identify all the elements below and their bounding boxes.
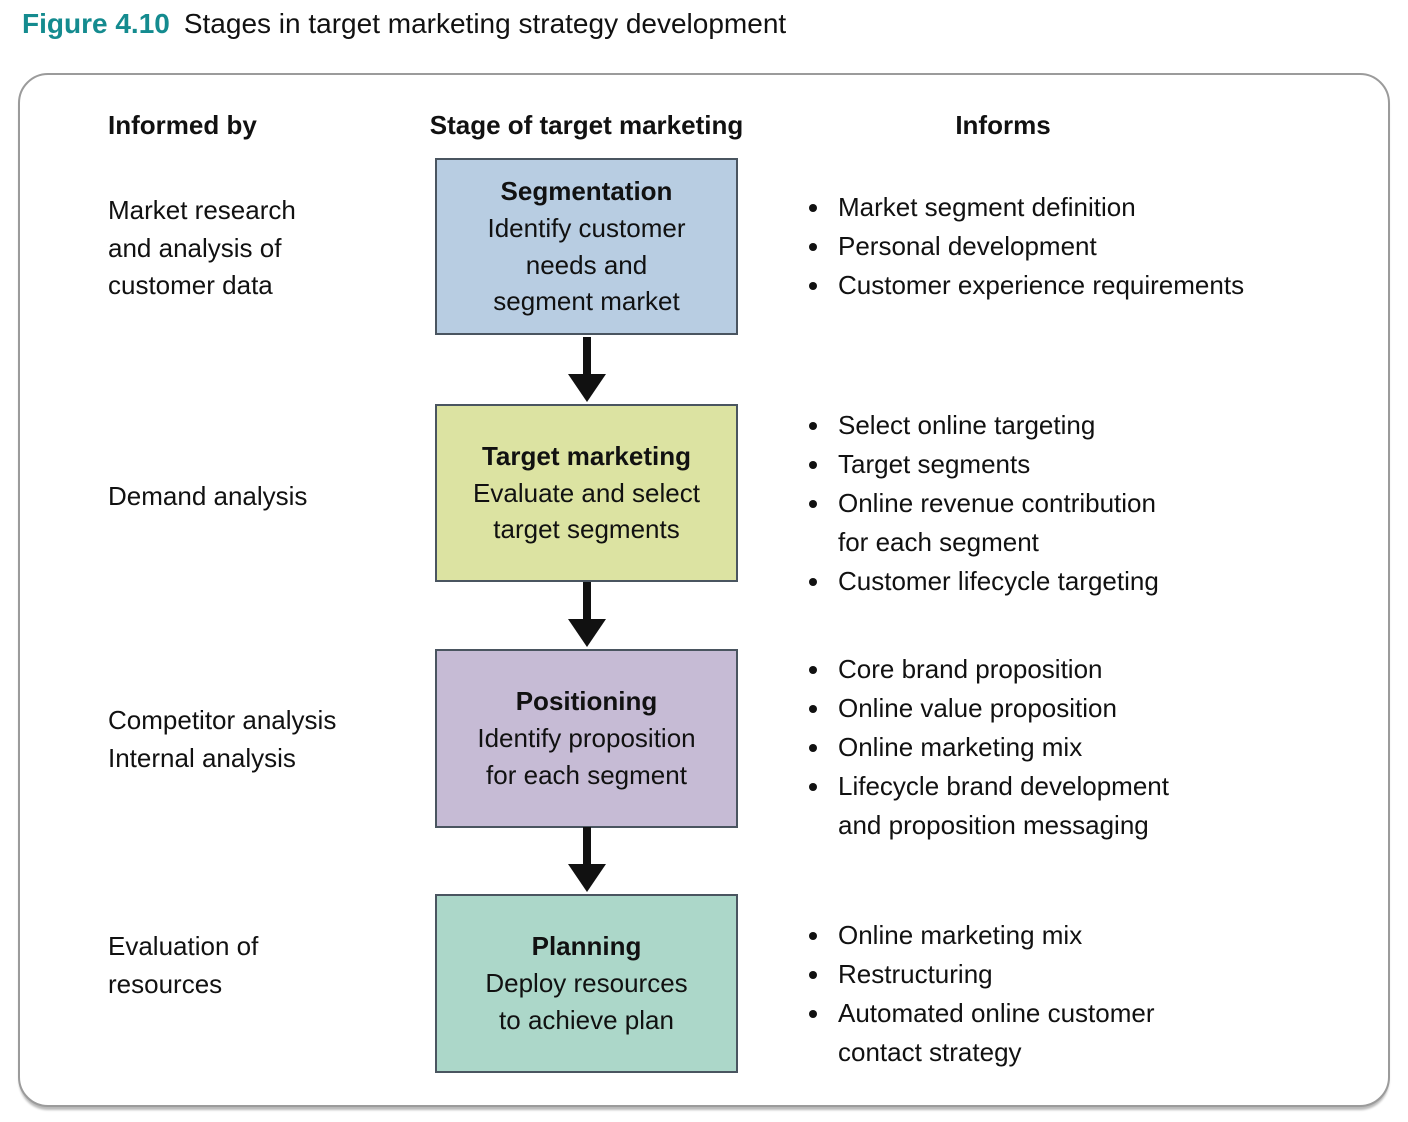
stage-desc-planning: Deploy resources to achieve plan — [485, 968, 688, 1035]
informs-item: Online revenue contribution for each seg… — [832, 484, 1357, 562]
stage-box-planning: Planning Deploy resources to achieve pla… — [435, 894, 738, 1073]
informs-item: Online marketing mix — [832, 916, 1357, 955]
informed-by-positioning: Competitor analysis Internal analysis — [108, 705, 337, 773]
informed-by-planning: Evaluation of resources — [108, 931, 259, 999]
informs-item: Target segments — [832, 445, 1357, 484]
arrow-stem — [583, 582, 591, 619]
informs-item: Select online targeting — [832, 406, 1357, 445]
informs-item: Lifecycle brand development and proposit… — [832, 767, 1357, 845]
arrow-stem — [583, 337, 591, 374]
informs-list-target-marketing: Select online targeting Target segments … — [806, 406, 1357, 601]
column-header-informs: Informs — [955, 110, 1051, 140]
informs-item: Online value proposition — [832, 689, 1357, 728]
stage-box-positioning: Positioning Identify proposition for eac… — [435, 649, 738, 828]
stage-name-positioning: Positioning — [515, 686, 658, 717]
informs-item: Personal development — [832, 227, 1357, 266]
flow-arrow-3 — [568, 827, 606, 892]
informs-item: Customer lifecycle targeting — [832, 562, 1357, 601]
informs-list-planning: Online marketing mix Restructuring Autom… — [806, 916, 1357, 1072]
stage-desc-target-marketing: Evaluate and select target segments — [473, 477, 700, 545]
stage-desc-positioning: Identify proposition for each segment — [477, 723, 696, 790]
flow-arrow-2 — [568, 582, 606, 647]
arrow-head — [568, 374, 606, 402]
stage-box-segmentation: Segmentation Identify customer needs and… — [435, 158, 738, 335]
figure-caption: Figure 4.10 Stages in target marketing st… — [22, 8, 786, 40]
informed-by-target-marketing: Demand analysis — [108, 481, 308, 511]
arrow-stem — [583, 827, 591, 864]
informs-item: Core brand proposition — [832, 650, 1357, 689]
arrow-head — [568, 619, 606, 647]
informs-list-positioning: Core brand proposition Online value prop… — [806, 650, 1357, 845]
informed-by-segmentation: Market research and analysis of customer… — [108, 195, 296, 301]
informs-item: Customer experience requirements — [832, 266, 1357, 305]
flow-arrow-1 — [568, 337, 606, 402]
informs-item: Market segment definition — [832, 188, 1357, 227]
column-header-stage: Stage of target marketing — [429, 110, 744, 140]
stage-name-target-marketing: Target marketing — [481, 440, 691, 471]
stage-desc-segmentation: Identify customer needs and segment mark… — [487, 212, 686, 317]
arrow-head — [568, 864, 606, 892]
column-header-informed-by: Informed by — [108, 110, 257, 140]
stage-name-planning: Planning — [531, 931, 642, 962]
informs-item: Automated online customer contact strate… — [832, 994, 1357, 1072]
informs-item: Online marketing mix — [832, 728, 1357, 767]
stage-name-segmentation: Segmentation — [500, 175, 673, 206]
informs-item: Restructuring — [832, 955, 1357, 994]
informs-list-segmentation: Market segment definition Personal devel… — [806, 188, 1357, 305]
figure-label: Figure 4.10 — [22, 8, 170, 39]
figure-title: Stages in target marketing strategy deve… — [183, 8, 787, 39]
stage-box-target-marketing: Target marketing Evaluate and select tar… — [435, 404, 738, 582]
